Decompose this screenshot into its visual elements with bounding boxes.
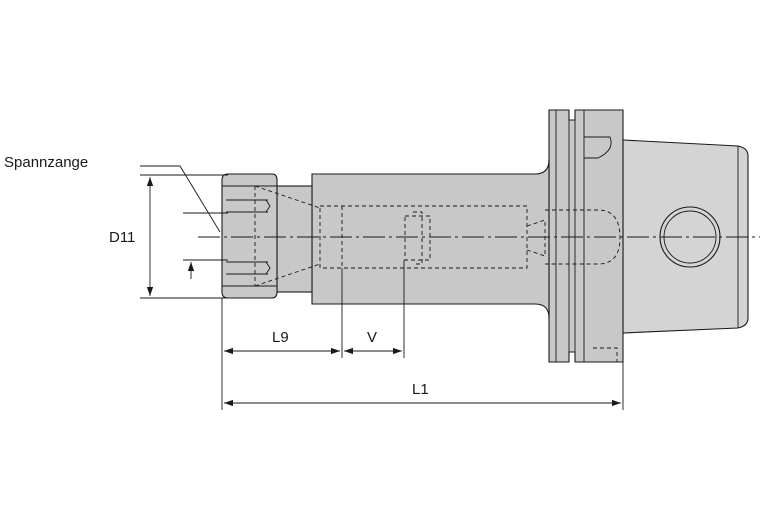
collet-nut xyxy=(221,173,278,299)
l9-label: L9 xyxy=(272,329,289,346)
d11-label: D11 xyxy=(109,229,135,246)
dimensions xyxy=(140,165,624,410)
l1-label: L1 xyxy=(412,381,429,398)
tool-holder xyxy=(221,109,749,363)
neck xyxy=(276,185,313,293)
main-body xyxy=(311,159,550,319)
v-label: V xyxy=(367,329,377,346)
flange xyxy=(548,109,624,363)
collet-label: Spannzange xyxy=(4,154,88,171)
